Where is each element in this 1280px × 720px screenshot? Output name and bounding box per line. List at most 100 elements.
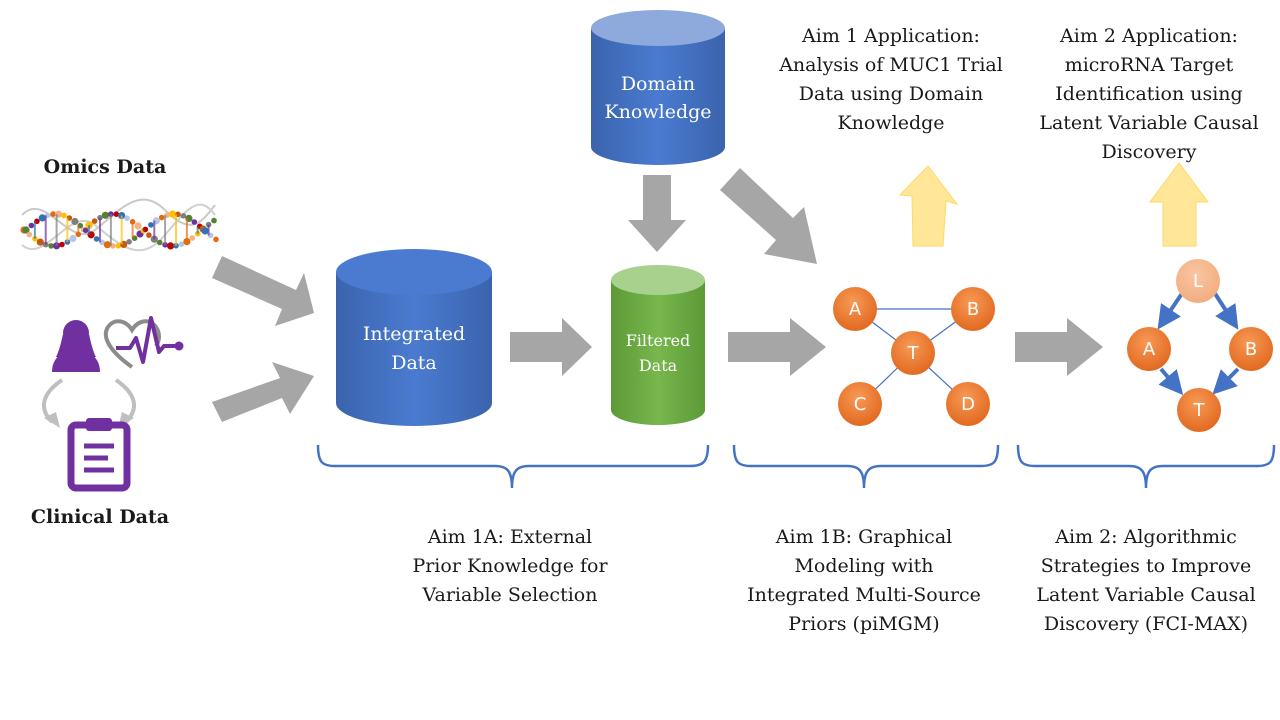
dna-bead — [113, 211, 120, 217]
dna-bead — [189, 235, 196, 241]
dna-bead — [191, 219, 198, 225]
node-c-label: C — [854, 394, 867, 415]
dna-bead — [124, 215, 130, 221]
dna-bead — [156, 239, 163, 246]
omics-data-text: Omics Data — [43, 156, 167, 178]
node-a — [833, 287, 877, 331]
node-a — [1127, 327, 1171, 371]
filtered-data-database: Filtered Data — [611, 265, 705, 425]
omics-to-integrated-arrow — [212, 256, 314, 326]
node-t-label: T — [1193, 400, 1206, 421]
aim2-line: Latent Variable Causal — [1036, 584, 1256, 606]
dna-bead — [82, 227, 89, 234]
edge-l-b — [1212, 290, 1239, 330]
dna-bead — [59, 241, 65, 248]
aim1b-line: Aim 1B: Graphical — [775, 526, 953, 548]
dna-bead — [178, 241, 185, 247]
aim1a-label: Aim 1A: External Prior Knowledge for Var… — [390, 523, 630, 610]
node-l — [1176, 259, 1220, 303]
aim2-app-line: Identification using — [1055, 83, 1243, 105]
dna-bead — [126, 239, 132, 245]
dna-bead — [91, 218, 98, 224]
aim2-app-line: Latent Variable Causal — [1039, 112, 1259, 134]
dna-bead — [134, 222, 142, 230]
aim2-line: Discovery (FCI-MAX) — [1043, 613, 1249, 635]
dna-bead — [180, 213, 187, 219]
dna-bead — [146, 232, 152, 238]
aim1-app-line: Analysis of MUC1 Trial — [779, 54, 1003, 76]
heart-pulse-icon — [103, 316, 184, 369]
clinical-data-label: Clinical Data — [15, 503, 185, 532]
pimgm-to-fcimax-arrow — [1015, 318, 1103, 376]
clinical-data-text: Clinical Data — [30, 506, 170, 528]
aim2-application-label: Aim 2 Application: microRNA Target Ident… — [1028, 22, 1270, 167]
dna-bead — [48, 243, 54, 249]
dna-bead — [22, 226, 30, 234]
dna-bead — [167, 242, 175, 250]
aim1a-line: Prior Knowledge for — [412, 555, 608, 577]
node-d — [946, 382, 990, 426]
aim1a-line: Aim 1A: External — [427, 526, 593, 548]
aim1-app-line: Aim 1 Application: — [802, 25, 980, 47]
dna-bead — [38, 214, 46, 222]
node-b — [951, 287, 995, 331]
node-b-label: B — [967, 299, 979, 320]
aim1b-bracket — [732, 444, 1000, 489]
domain-knowledge-line1: Domain — [621, 73, 695, 95]
aim2-label: Aim 2: Algorithmic Strategies to Improve… — [1016, 523, 1276, 639]
dna-bead — [148, 222, 154, 228]
dna-bead — [50, 211, 56, 217]
domain-to-pimgm-arrow — [720, 168, 817, 264]
flow-arrowhead-left — [44, 412, 60, 428]
aim1b-label: Aim 1B: Graphical Modeling with Integrat… — [733, 523, 995, 639]
aim1-app-line: Knowledge — [837, 112, 945, 134]
aim2-line: Strategies to Improve — [1040, 555, 1252, 577]
dna-bead — [85, 221, 93, 229]
dna-bead — [36, 238, 44, 246]
aim1a-bracket — [316, 444, 710, 489]
filtered-data-line2: Data — [639, 356, 678, 375]
aim1-app-line: Data using Domain — [798, 83, 984, 105]
dna-bead — [158, 214, 165, 221]
dna-bead — [103, 241, 111, 249]
aim2-app-line: Aim 2 Application: — [1060, 25, 1238, 47]
dna-icon — [20, 198, 219, 252]
node-t — [891, 331, 935, 375]
dna-bead — [211, 217, 217, 224]
dna-bead — [71, 217, 79, 226]
dna-bead — [61, 212, 67, 219]
person-icon — [52, 320, 100, 372]
node-t-label: T — [907, 343, 920, 364]
node-c — [838, 382, 882, 426]
aim1b-line: Priors (piMGM) — [788, 613, 940, 635]
dna-bead — [142, 226, 149, 233]
aim2-bracket — [1016, 444, 1276, 489]
dna-bead — [28, 222, 35, 229]
clinical-to-integrated-arrow — [212, 362, 314, 422]
integrated-to-filtered-arrow — [510, 318, 592, 376]
dna-bead — [93, 236, 100, 242]
dna-bead — [201, 227, 209, 235]
dna-bead — [69, 234, 77, 243]
aim2-app-line: Discovery — [1101, 141, 1197, 163]
dna-bead — [213, 236, 219, 243]
node-b-label: B — [1245, 339, 1257, 360]
dna-bead — [26, 231, 33, 238]
aim1b-line: Integrated Multi-Source — [747, 584, 981, 606]
clinical-flow-arrows — [42, 378, 136, 424]
edge-b-t — [1212, 367, 1240, 395]
aim2-line: Aim 2: Algorithmic — [1055, 526, 1237, 548]
aim2-application-arrow — [1149, 162, 1209, 247]
integrated-data-database: Integrated Data — [336, 249, 492, 426]
aim1a-line: Variable Selection — [422, 584, 598, 606]
brackets — [316, 444, 1276, 489]
pimgm-graph: A B T C D — [833, 287, 995, 426]
clipboard-icon — [67, 418, 131, 492]
node-b — [1229, 327, 1273, 371]
edge-a-t — [1158, 367, 1184, 396]
node-d-label: D — [961, 394, 975, 415]
aim1b-line: Modeling with — [794, 555, 934, 577]
filtered-data-line1: Filtered — [626, 331, 691, 350]
dna-bead — [115, 243, 122, 249]
